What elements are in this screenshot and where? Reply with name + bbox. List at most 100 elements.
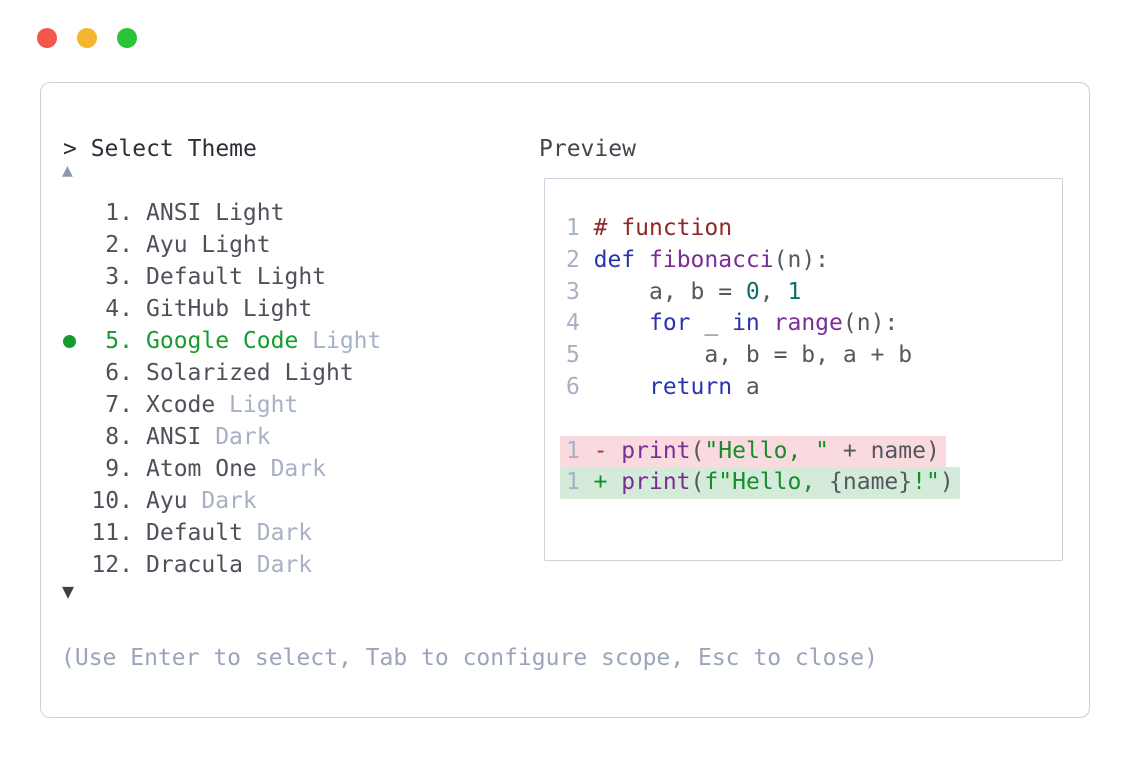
theme-name: Ayu bbox=[146, 488, 188, 514]
code-token: def bbox=[593, 246, 636, 273]
help-text: (Use Enter to select, Tab to configure s… bbox=[61, 645, 878, 671]
code-token: range bbox=[773, 310, 843, 337]
theme-variant: Dark bbox=[201, 488, 257, 514]
item-number: 2. bbox=[105, 232, 133, 258]
code-token: ( bbox=[690, 469, 705, 496]
code-token: print bbox=[621, 437, 691, 464]
minimize-circle-icon[interactable] bbox=[77, 28, 97, 48]
item-number: 7. bbox=[105, 392, 133, 418]
theme-list-item[interactable]: 9. Atom One Dark bbox=[63, 453, 381, 485]
theme-name: ANSI Light bbox=[146, 200, 285, 226]
theme-list-item[interactable]: 4. GitHub Light bbox=[63, 293, 381, 325]
theme-name: Ayu Light bbox=[146, 232, 271, 258]
item-number: 1. bbox=[105, 200, 133, 226]
code-token bbox=[635, 247, 649, 273]
theme-name: Xcode bbox=[146, 392, 216, 418]
item-number: 5. bbox=[105, 328, 133, 354]
theme-list-item[interactable]: 10. Ayu Dark bbox=[63, 485, 381, 517]
code-tokens: # function bbox=[594, 215, 732, 241]
code-token: for bbox=[648, 310, 691, 337]
diff-highlight: 1- print("Hello, " + name) bbox=[560, 435, 946, 468]
item-gutter bbox=[63, 453, 91, 485]
code-token: # function bbox=[593, 215, 733, 241]
theme-name: GitHub Light bbox=[146, 296, 313, 322]
code-line: 5 a, b = b, a + b bbox=[566, 340, 960, 372]
selected-item-bullet-icon bbox=[63, 335, 76, 348]
item-number: 8. bbox=[105, 424, 133, 450]
code-line: 1 # function bbox=[566, 213, 960, 245]
line-number: 6 bbox=[566, 373, 580, 400]
code-token: "Hello, " bbox=[704, 437, 830, 464]
item-gutter bbox=[63, 421, 91, 453]
code-line: 4 for _ in range(n): bbox=[566, 308, 960, 340]
code-tokens: + print(f"Hello, {name}!") bbox=[594, 469, 954, 495]
theme-list-item[interactable]: 8. ANSI Dark bbox=[63, 421, 381, 453]
theme-variant: Dark bbox=[270, 456, 326, 482]
code-token: a, b = bbox=[593, 278, 746, 305]
window-controls bbox=[37, 28, 137, 48]
theme-list-item[interactable]: 2. Ayu Light bbox=[63, 229, 381, 261]
theme-variant: Dark bbox=[256, 520, 313, 546]
code-token: (n): bbox=[773, 246, 830, 273]
diff-line-added: 1 + print(f"Hello, {name}!") bbox=[560, 467, 960, 500]
item-gutter bbox=[63, 517, 91, 549]
theme-variant: Dark bbox=[215, 424, 271, 450]
item-number: 4. bbox=[105, 296, 133, 322]
line-number: 3 bbox=[566, 278, 580, 305]
scroll-up-icon[interactable]: ▲ bbox=[62, 160, 73, 181]
item-number: 10. bbox=[91, 488, 133, 514]
preview-label: Preview bbox=[539, 136, 636, 162]
diff-highlight: 1 + print(f"Hello, {name}!") bbox=[560, 467, 960, 500]
item-gutter bbox=[63, 357, 91, 389]
item-number: 12. bbox=[91, 552, 133, 578]
line-number: 1 bbox=[566, 215, 580, 241]
code-token: - bbox=[593, 437, 622, 464]
theme-name: Default Light bbox=[146, 264, 327, 290]
code-token: ( bbox=[690, 437, 705, 464]
code-token: 0 bbox=[745, 278, 760, 305]
item-number: 9. bbox=[105, 456, 133, 482]
line-number: 4 bbox=[566, 310, 580, 337]
item-gutter bbox=[63, 485, 91, 517]
code-token bbox=[760, 310, 774, 336]
theme-list-item[interactable]: 12. Dracula Dark bbox=[63, 549, 381, 581]
item-gutter bbox=[63, 325, 91, 357]
code-token bbox=[594, 374, 649, 400]
theme-name: ANSI bbox=[146, 424, 202, 450]
theme-variant: Dark bbox=[256, 552, 313, 578]
diff-line-removed: 1- print("Hello, " + name) bbox=[560, 435, 960, 468]
theme-name: Atom One bbox=[146, 456, 257, 482]
theme-name: Dracula bbox=[146, 552, 243, 578]
code-token: print bbox=[621, 469, 691, 496]
code-token: fibonacci bbox=[649, 246, 774, 273]
code-token bbox=[594, 310, 649, 336]
code-token: a, b = b, a + b bbox=[593, 342, 913, 369]
line-number: 1 bbox=[566, 437, 580, 464]
item-gutter bbox=[63, 229, 91, 261]
code-tokens: return a bbox=[594, 374, 760, 400]
code-token: {name} bbox=[829, 469, 913, 496]
item-gutter bbox=[63, 261, 91, 293]
item-gutter bbox=[63, 197, 91, 229]
close-circle-icon[interactable] bbox=[37, 28, 57, 48]
theme-list-item[interactable]: 3.Default Light bbox=[63, 261, 381, 293]
theme-list-item[interactable]: 1. ANSI Light bbox=[63, 197, 381, 229]
code-tokens: a, b = 0, 1 bbox=[593, 278, 801, 305]
theme-name: Google Code bbox=[146, 328, 299, 354]
code-token: !" bbox=[912, 469, 940, 496]
item-gutter bbox=[63, 293, 91, 325]
theme-name: Default bbox=[146, 520, 243, 546]
scroll-down-icon[interactable]: ▼ bbox=[62, 579, 75, 603]
code-tokens: for _ in range(n): bbox=[594, 310, 898, 337]
line-number: 1 bbox=[566, 469, 580, 496]
theme-list-item[interactable]: 6.Solarized Light bbox=[63, 357, 381, 389]
line-number: 5 bbox=[566, 342, 580, 369]
code-tokens: def fibonacci(n): bbox=[594, 247, 829, 273]
zoom-circle-icon[interactable] bbox=[117, 28, 137, 48]
